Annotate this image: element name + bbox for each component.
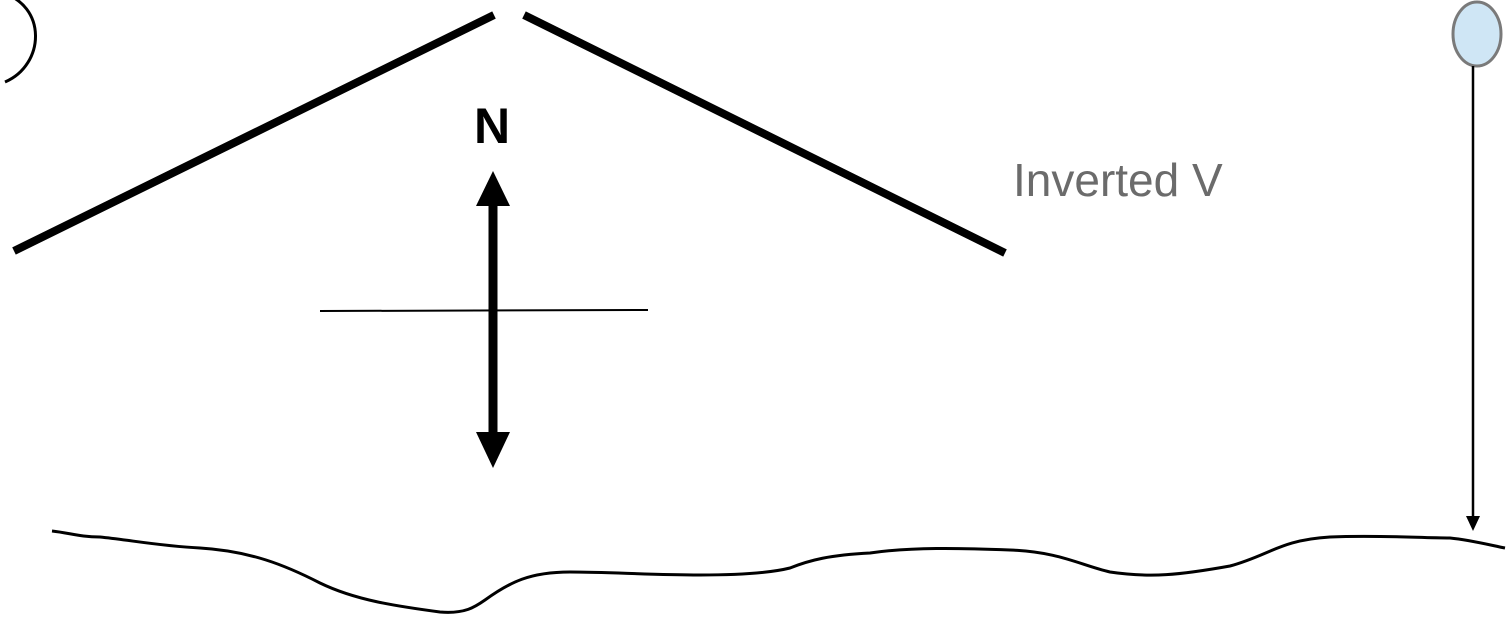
insulator-icon [1451, 0, 1503, 68]
antenna-type-label: Inverted V [1013, 154, 1223, 206]
east-west-line [319, 309, 649, 312]
cloud-outline-partial [4, 0, 37, 84]
mast-line [1466, 66, 1480, 531]
north-label: N [474, 98, 510, 154]
antenna-left-leg [12, 11, 496, 255]
north-south-arrow-icon [476, 171, 510, 468]
ground-line [51, 529, 1506, 614]
antenna-right-leg [522, 11, 1007, 257]
